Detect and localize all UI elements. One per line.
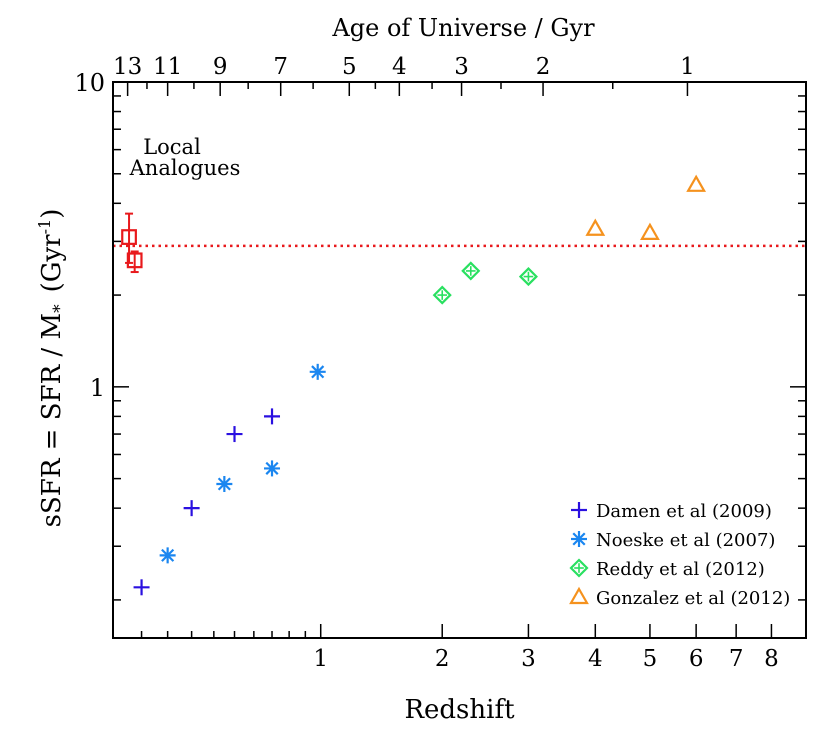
marker-stroke	[265, 461, 279, 475]
top-tick-label: 13	[113, 54, 142, 80]
data-point	[216, 476, 233, 493]
data-point	[159, 547, 176, 564]
series-gonzalez	[585, 174, 707, 240]
legend: Damen et al (2009) Noeske et al (2007) Red…	[569, 501, 790, 609]
top-tick-label: 4	[392, 54, 407, 80]
x-tick-label: 6	[689, 646, 704, 672]
data-point	[640, 222, 660, 240]
series-reddy	[432, 261, 538, 305]
top-tick-label: 1	[680, 54, 695, 80]
y-axis-title-unit: (Gyr	[37, 234, 67, 293]
local-analogues-annotation: Local Analogues	[129, 135, 241, 180]
y-axis-title-sub: *	[50, 304, 70, 313]
legend-marker	[569, 558, 589, 578]
marker-outline	[569, 558, 589, 578]
marker-outline	[569, 586, 589, 605]
marker-outline	[121, 229, 137, 245]
legend-label: Damen et al (2009)	[596, 501, 772, 522]
data-point	[121, 229, 137, 245]
top-tick-label: 7	[273, 54, 288, 80]
marker-stroke	[217, 477, 231, 491]
plot-frame	[112, 81, 807, 639]
y-tick-label: 10	[74, 69, 105, 97]
x-axis-title: Redshift	[404, 695, 515, 725]
top-tick-label: 5	[342, 54, 357, 80]
marker-outline	[640, 222, 660, 240]
y-axis-title-main: sSFR = SFR / M	[37, 313, 67, 527]
data-point	[309, 363, 326, 380]
marker-outline	[432, 285, 452, 305]
top-axis-title: Age of Universe / Gyr	[331, 14, 595, 42]
x-tick-label: 8	[764, 646, 779, 672]
data-point	[126, 252, 143, 269]
annotation-line-1: Local	[143, 135, 201, 159]
marker-stroke	[161, 548, 175, 562]
marker-outline	[686, 174, 707, 192]
top-tick-label: 3	[454, 54, 469, 80]
data-point	[686, 174, 707, 192]
data-point	[432, 285, 452, 305]
data-point	[183, 500, 200, 517]
data-point	[461, 261, 481, 281]
marker-outline	[518, 267, 538, 287]
top-tick-label: 2	[536, 54, 551, 80]
top-tick-label: 11	[153, 54, 182, 80]
x-tick-label: 2	[435, 646, 450, 672]
legend-marker	[571, 502, 587, 518]
annotation-line-2: Analogues	[129, 156, 241, 180]
series-damen	[133, 408, 281, 596]
series-layer	[121, 174, 707, 596]
marker-stroke	[311, 365, 325, 379]
marker-outline	[126, 252, 143, 269]
series-noeske	[159, 363, 326, 564]
x-tick-label: 5	[643, 646, 658, 672]
y-axis-title-exp: -1	[35, 219, 54, 235]
y-axis-title: sSFR = SFR / M* (Gyr-1)	[35, 209, 70, 528]
top-tick-label: 9	[213, 54, 228, 80]
data-point	[585, 218, 606, 236]
legend-label: Noeske et al (2007)	[596, 530, 775, 551]
legend-label: Reddy et al (2012)	[596, 559, 765, 580]
y-axis-title-close: )	[37, 209, 67, 219]
data-point	[264, 460, 281, 477]
data-point	[264, 408, 281, 425]
legend-marker	[571, 531, 587, 547]
x-tick-label: 7	[729, 646, 744, 672]
x-tick-label: 1	[313, 646, 328, 672]
y-tick-label: 1	[90, 374, 105, 402]
marker-outline	[585, 218, 606, 236]
data-point	[133, 579, 150, 596]
marker-outline	[461, 261, 481, 281]
series-local-analogues	[121, 212, 143, 274]
legend-marker	[569, 586, 589, 605]
x-tick-label: 4	[588, 646, 603, 672]
data-point	[518, 267, 538, 287]
marker-stroke	[572, 532, 586, 546]
data-point	[226, 426, 243, 443]
legend-label: Gonzalez et al (2012)	[596, 588, 790, 609]
x-tick-label: 3	[521, 646, 536, 672]
